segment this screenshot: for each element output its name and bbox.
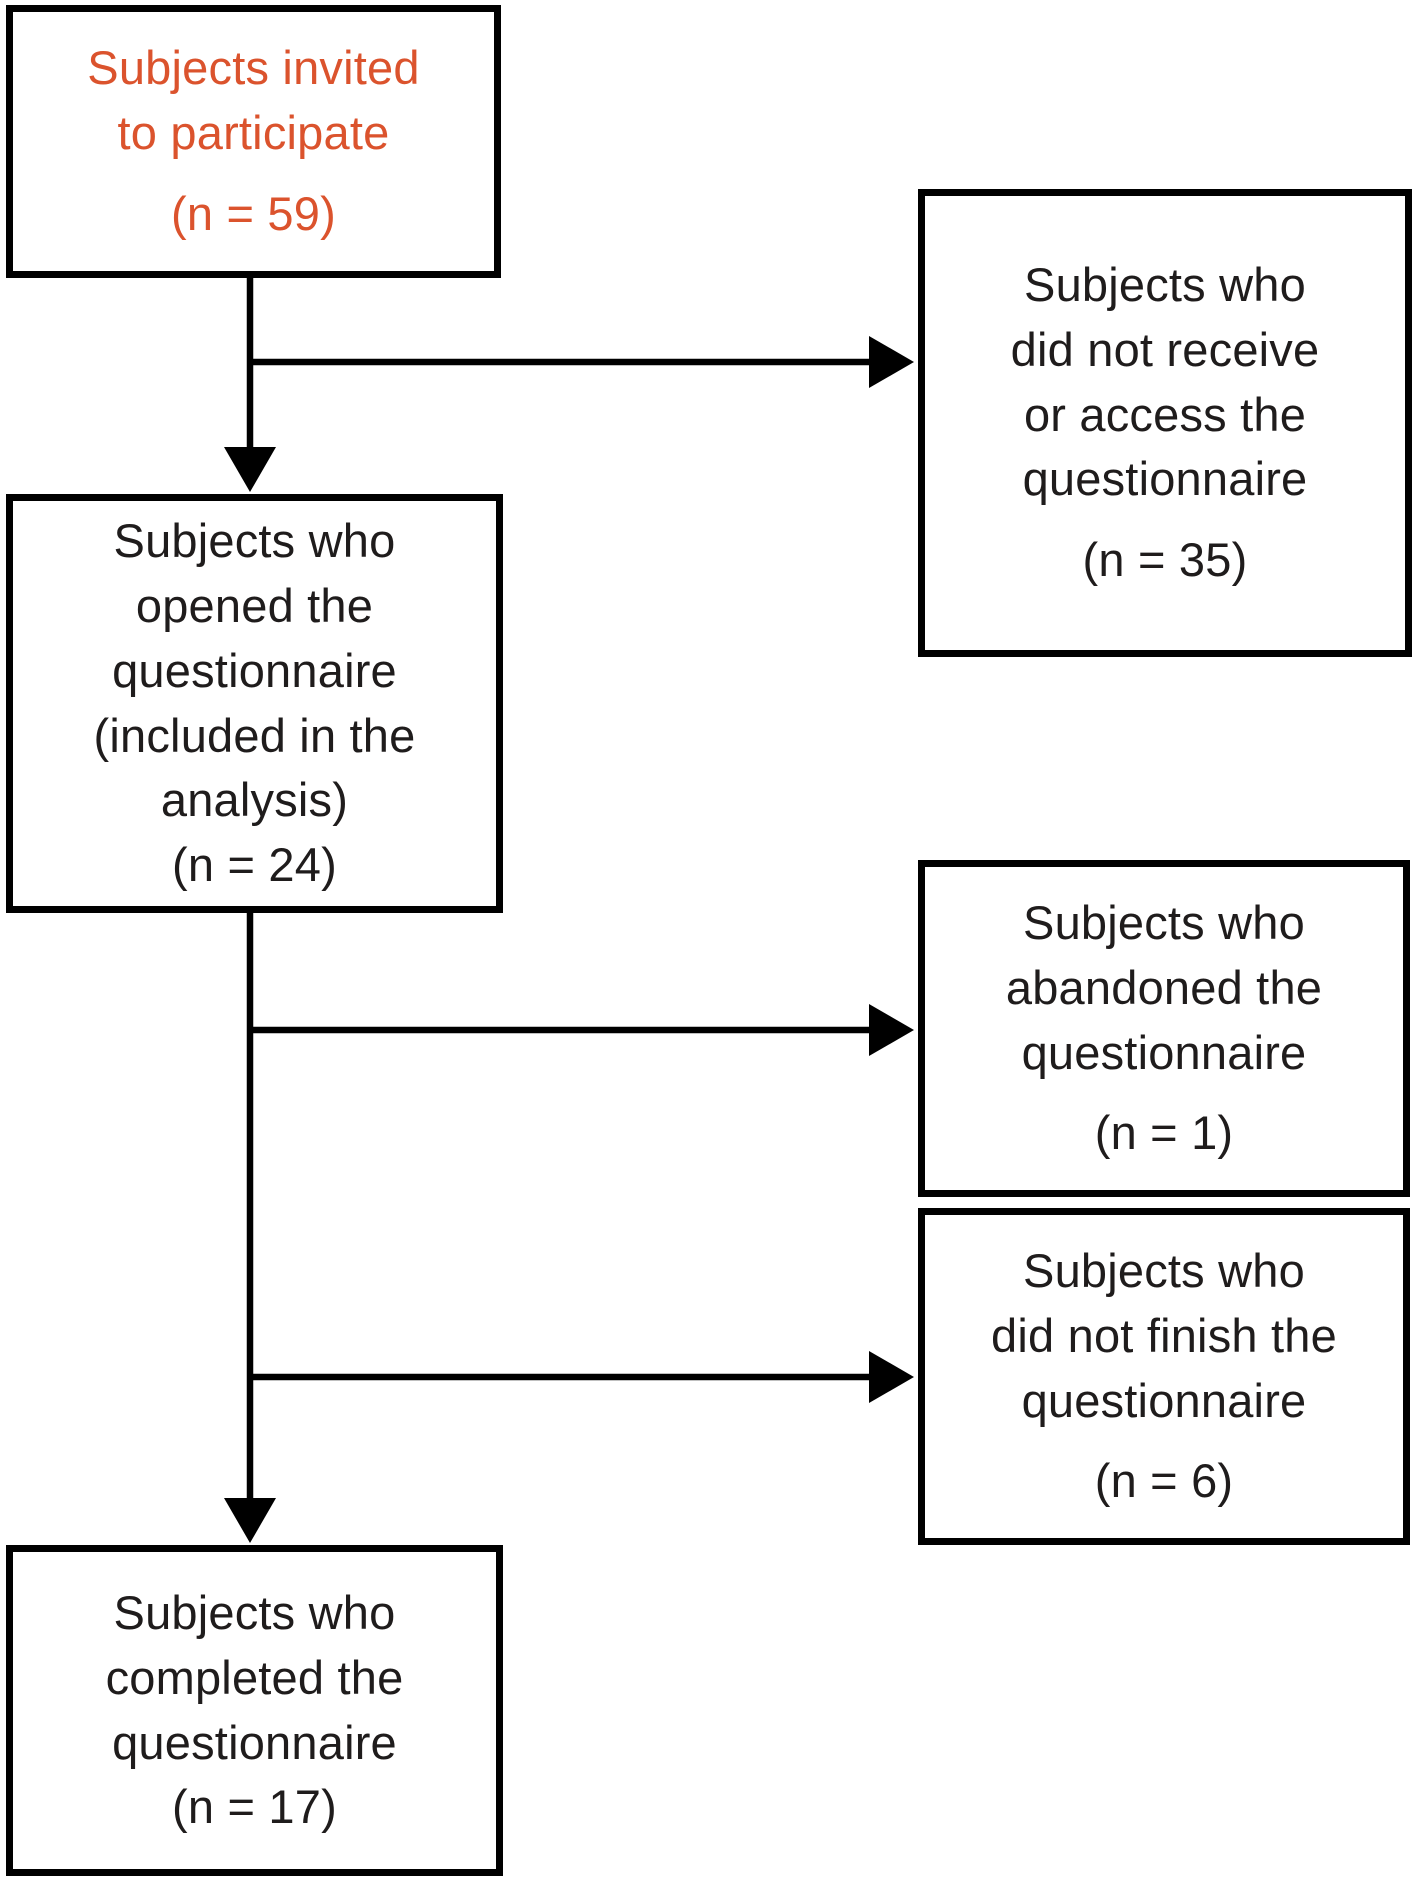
- arrowhead-down-opened: [224, 447, 276, 492]
- arrowhead-right-not-finished: [869, 1351, 914, 1403]
- box-subjects-invited-text: Subjects invited to participate (n = 59): [87, 36, 419, 247]
- box-line: Subjects who: [1023, 895, 1305, 949]
- box-did-not-finish-text: Subjects who did not finish the question…: [991, 1239, 1337, 1514]
- arrowhead-down-completed: [224, 1498, 276, 1543]
- box-line: Subjects who: [113, 513, 396, 567]
- box-line: or access the: [1023, 387, 1307, 441]
- box-line: did not finish the: [991, 1308, 1337, 1362]
- box-line: questionnaire: [112, 1715, 397, 1769]
- box-line: opened the: [135, 578, 374, 632]
- count-line: (n = 6): [1094, 1454, 1234, 1508]
- arrowhead-right-abandoned: [869, 1004, 914, 1056]
- box-line: Subjects who: [1023, 1243, 1305, 1297]
- box-line: abandoned the: [1005, 960, 1323, 1014]
- box-line: Subjects invited: [87, 41, 420, 95]
- box-line: questionnaire: [1022, 452, 1308, 506]
- box-line: did not receive: [1010, 322, 1320, 376]
- box-line: questionnaire: [1021, 1373, 1307, 1427]
- box-line: Subjects who: [1024, 257, 1306, 311]
- box-line: questionnaire: [112, 643, 397, 697]
- box-opened-questionnaire-text: Subjects who opened the questionnaire (i…: [94, 509, 416, 898]
- count-line: (n = 59): [171, 186, 336, 240]
- count-line: (n = 24): [172, 838, 337, 892]
- box-did-not-finish: Subjects who did not finish the question…: [918, 1208, 1410, 1545]
- box-line: Subjects who: [113, 1585, 396, 1639]
- box-completed-questionnaire-text: Subjects who completed the questionnaire…: [106, 1581, 404, 1840]
- box-abandoned-questionnaire: Subjects who abandoned the questionnaire…: [918, 860, 1410, 1197]
- box-line: questionnaire: [1021, 1025, 1307, 1079]
- count-line: (n = 17): [172, 1780, 337, 1834]
- box-line: completed the: [105, 1650, 404, 1704]
- box-did-not-receive-text: Subjects who did not receive or access t…: [1011, 253, 1320, 593]
- box-completed-questionnaire: Subjects who completed the questionnaire…: [6, 1545, 503, 1876]
- box-line: (included in the: [93, 708, 416, 762]
- box-opened-questionnaire: Subjects who opened the questionnaire (i…: [6, 494, 503, 913]
- count-line: (n = 35): [1082, 533, 1248, 587]
- box-did-not-receive: Subjects who did not receive or access t…: [918, 189, 1412, 657]
- box-subjects-invited: Subjects invited to participate (n = 59): [6, 5, 501, 278]
- arrowhead-right-not-received: [869, 336, 914, 388]
- box-line: to participate: [117, 106, 390, 160]
- box-abandoned-questionnaire-text: Subjects who abandoned the questionnaire…: [1006, 891, 1322, 1166]
- box-line: analysis): [160, 773, 349, 827]
- count-line: (n = 1): [1094, 1106, 1234, 1160]
